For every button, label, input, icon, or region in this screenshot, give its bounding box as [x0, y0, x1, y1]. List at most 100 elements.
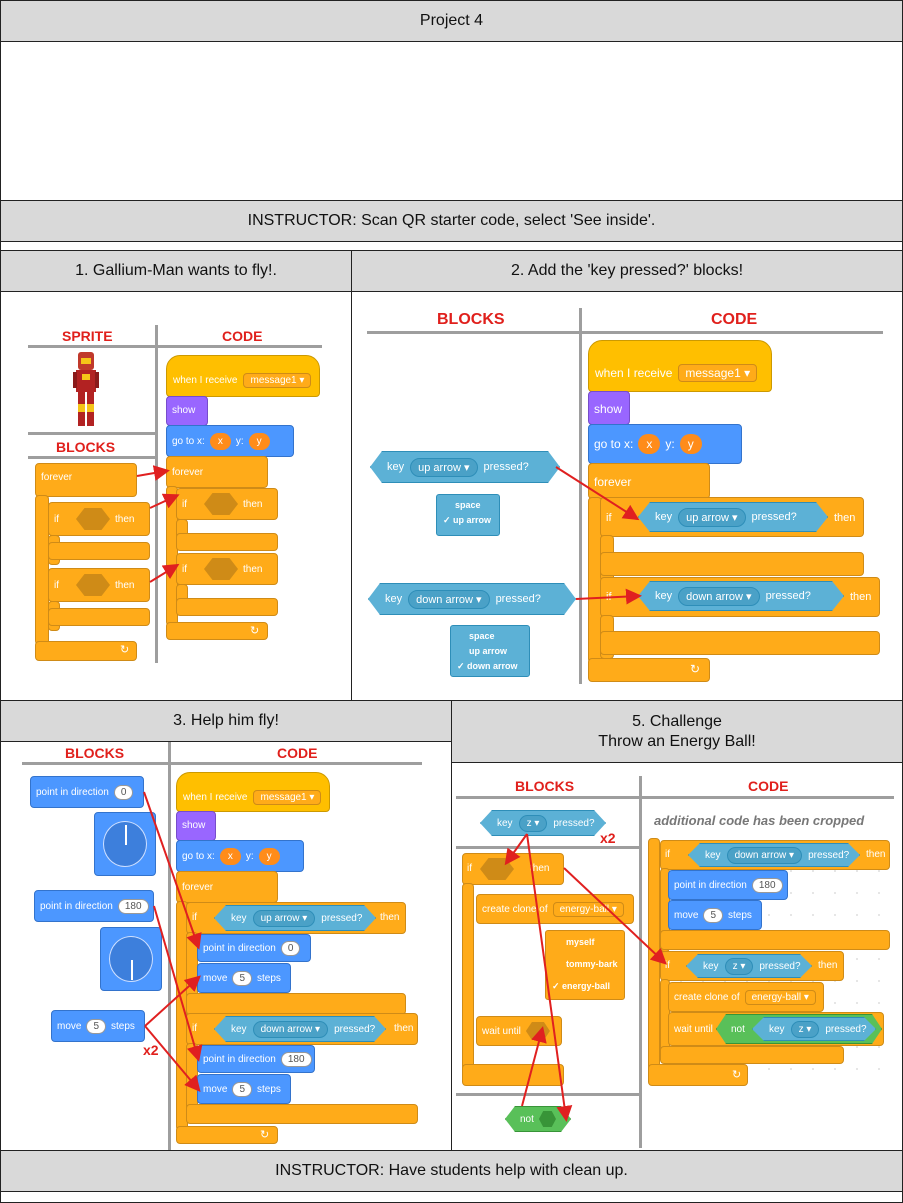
- clone-dropdown[interactable]: energy-ball: [744, 989, 816, 1005]
- menu-item-myself[interactable]: myself: [566, 937, 595, 947]
- y-input[interactable]: y: [248, 432, 270, 450]
- key-dropdown[interactable]: down arrow: [727, 847, 803, 864]
- direction-input[interactable]: 0: [113, 784, 134, 800]
- then-text: then: [818, 960, 838, 971]
- menu-item-up-arrow[interactable]: up arrow: [453, 515, 492, 525]
- then-text: then: [834, 512, 856, 524]
- x-input[interactable]: x: [638, 434, 661, 454]
- key-text: key: [655, 511, 673, 523]
- key-pressed-block[interactable]: keyzpressed?: [752, 1017, 876, 1041]
- point-dir-text: point in direction: [674, 879, 747, 891]
- move-text: move: [57, 1020, 82, 1032]
- divider: [456, 796, 894, 799]
- move-text: move: [674, 909, 699, 921]
- direction-dial[interactable]: [94, 812, 156, 876]
- if-text: if: [182, 498, 187, 510]
- key-text: key: [703, 960, 719, 972]
- key-menu[interactable]: space✓ up arrow: [436, 494, 500, 536]
- direction-input[interactable]: 180: [117, 898, 149, 914]
- if-text: if: [54, 513, 59, 525]
- x-input[interactable]: x: [209, 432, 231, 450]
- point-direction-block[interactable]: point in direction 180: [668, 870, 788, 900]
- message-dropdown[interactable]: message1: [678, 363, 758, 382]
- steps-text: steps: [257, 972, 281, 984]
- clone-dropdown[interactable]: energy-ball: [552, 901, 624, 917]
- key-text: key: [769, 1023, 785, 1035]
- menu-item-energy-ball[interactable]: energy-ball: [562, 981, 611, 991]
- x-input[interactable]: x: [219, 847, 241, 865]
- key-pressed-block[interactable]: keyzpressed?: [480, 810, 606, 836]
- steps-input[interactable]: 5: [703, 907, 724, 923]
- step5-heading-line1: 5. Challenge: [632, 712, 722, 730]
- arrow: [136, 465, 170, 481]
- pressed-text: pressed?: [495, 593, 541, 605]
- key-dropdown[interactable]: down arrow: [408, 590, 489, 609]
- direction-input[interactable]: 0: [280, 940, 301, 956]
- point-dir-text: point in direction: [40, 900, 113, 912]
- key-dropdown[interactable]: up arrow: [253, 910, 316, 927]
- y-input[interactable]: y: [679, 434, 702, 454]
- key-dropdown[interactable]: up arrow: [410, 458, 477, 477]
- steps-input[interactable]: 5: [232, 970, 253, 986]
- key-text: key: [231, 912, 247, 924]
- hex-slot: [539, 1111, 556, 1127]
- forever-block[interactable]: [35, 463, 137, 497]
- key-pressed-block[interactable]: keyzpressed?: [686, 954, 812, 978]
- direction-dial[interactable]: [100, 927, 162, 991]
- loop-arrow-icon: ↻: [120, 644, 130, 656]
- point-direction-block[interactable]: point in direction 180: [34, 890, 154, 922]
- key-dropdown[interactable]: down arrow: [678, 587, 759, 606]
- message-dropdown[interactable]: message1: [253, 790, 322, 805]
- direction-input[interactable]: 180: [751, 877, 783, 893]
- menu-item-down-arrow[interactable]: down arrow: [467, 661, 518, 671]
- menu-item-space[interactable]: space: [455, 500, 481, 510]
- key-dropdown[interactable]: up arrow: [678, 508, 745, 527]
- key-dropdown[interactable]: z: [519, 815, 548, 832]
- code-label: CODE: [748, 778, 789, 794]
- key-dropdown[interactable]: z: [791, 1021, 820, 1038]
- hex-slot: [76, 508, 110, 530]
- menu-item-space[interactable]: space: [469, 631, 495, 641]
- hex-slot: [204, 558, 238, 580]
- y-input[interactable]: y: [258, 847, 280, 865]
- message-dropdown[interactable]: message1: [243, 373, 312, 388]
- forever-foot: [176, 1126, 278, 1144]
- blocks-label: BLOCKS: [65, 745, 125, 761]
- divider: [456, 1093, 639, 1096]
- menu-item-up-arrow[interactable]: up arrow: [469, 646, 508, 656]
- key-dropdown[interactable]: z: [725, 958, 754, 975]
- direction-input[interactable]: 180: [280, 1051, 312, 1067]
- menu-item-tommy-bark[interactable]: tommy-bark: [566, 959, 618, 969]
- steps-input[interactable]: 5: [232, 1081, 253, 1097]
- steps-input[interactable]: 5: [86, 1018, 107, 1034]
- script-foot: [648, 1064, 748, 1086]
- forever-block-foot: [35, 641, 137, 661]
- forever-block[interactable]: [166, 456, 268, 488]
- key-dropdown[interactable]: down arrow: [253, 1021, 329, 1038]
- forever-block[interactable]: [588, 463, 710, 499]
